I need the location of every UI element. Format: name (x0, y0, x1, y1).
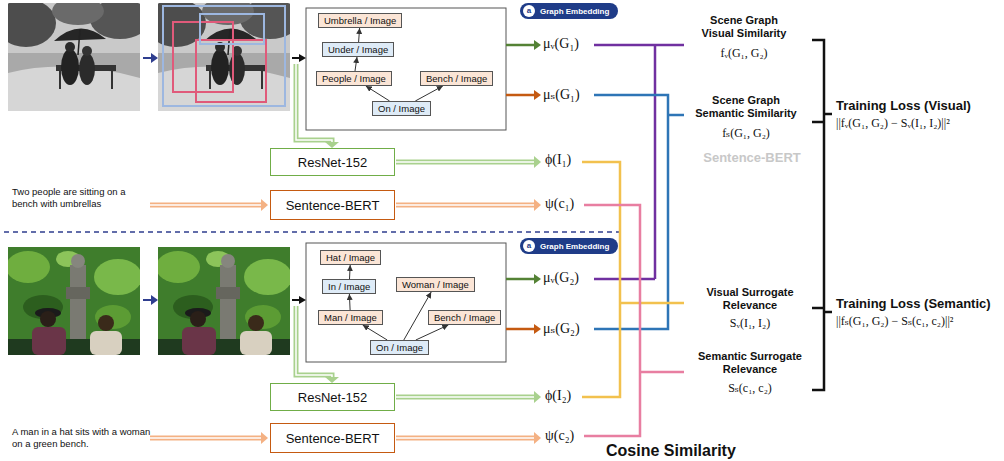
loss-formula: ||fₛ(G₁, G₂) − Sₛ(c₁, c₂)||² (836, 314, 953, 329)
graph-edge (416, 325, 449, 340)
relation-node: On / Image (370, 340, 429, 355)
node-text: Graph Embedding (540, 242, 609, 251)
graph-edge (355, 57, 357, 71)
feature-symbol: ψ(c₂) (545, 428, 574, 444)
loss-formula: ||fᵥ(G₁, G₂) − Sᵥ(I₁, I₂)||² (836, 116, 950, 131)
embedding-symbol: μᵥ(G₁) (543, 36, 579, 52)
node-text: On / Image (378, 103, 425, 114)
node-text: Hat / Image (326, 252, 375, 263)
object-node: Hat / Image (320, 250, 381, 265)
node-text: People / Image (322, 73, 386, 84)
relevance-name: Visual Surrogate Relevance (688, 286, 812, 312)
model-box: Sentence-BERT (270, 423, 395, 453)
embedding-symbol: μᵥ(G₂) (543, 270, 579, 286)
photo (6, 247, 142, 355)
graph-edge (363, 325, 388, 340)
object-node: People / Image (316, 71, 392, 86)
similarity-name: Scene Graph Semantic Similarity (690, 94, 802, 120)
node-text: Umbrella / Image (324, 15, 396, 26)
relation-node: Under / Image (322, 42, 394, 57)
object-node: Bench / Image (420, 71, 493, 86)
model-box: ResNet-152 (270, 148, 395, 176)
photo (0, 0, 150, 111)
node-text: Under / Image (328, 44, 388, 55)
graph-edge (349, 265, 351, 279)
graph-embedding-badge: a Graph Embedding (520, 3, 618, 19)
section-label: Cosine Similarity (606, 442, 736, 460)
watermark-text: Sentence-BERT (697, 150, 807, 165)
badge-letter: a (523, 240, 535, 252)
model-box: Sentence-BERT (270, 190, 395, 220)
relation-node: On / Image (372, 101, 431, 116)
object-node: Umbrella / Image (318, 13, 402, 28)
node-text: Bench / Image (426, 73, 487, 84)
node-text: Bench / Image (434, 312, 495, 323)
similarity-name: Scene Graph Visual Similarity (695, 14, 793, 40)
node-text: Graph Embedding (540, 7, 609, 16)
object-node: Man / Image (318, 310, 383, 325)
node-text: On / Image (376, 342, 423, 353)
node-text: Woman / Image (402, 279, 469, 290)
node-text: Man / Image (324, 312, 377, 323)
photo (146, 0, 300, 111)
loss-title: Training Loss (Semantic) (836, 296, 991, 311)
caption-text: A man in a hat sits with a woman on a gr… (12, 426, 152, 450)
graph-edge (415, 86, 443, 101)
loss-title: Training Loss (Visual) (836, 98, 971, 113)
badge-letter: a (523, 5, 535, 17)
graph-edge (359, 28, 360, 42)
relevance-formula: Sᵥ(I₁, I₂) (688, 316, 812, 331)
feature-symbol: ψ(c₁) (545, 196, 574, 212)
model-box: ResNet-152 (270, 383, 395, 411)
node-text: ResNet-152 (298, 390, 367, 405)
graph-edge (349, 294, 351, 310)
object-node: Woman / Image (396, 277, 475, 292)
graph-embedding-badge: a Graph Embedding (520, 238, 618, 254)
embedding-symbol: μₛ(G₂) (543, 320, 580, 337)
feature-symbol: ϕ(I₂) (545, 388, 571, 404)
similarity-formula: fₛ(G₁, G₂) (690, 126, 802, 141)
node-text: Sentence-BERT (286, 198, 380, 213)
object-node: Bench / Image (428, 310, 501, 325)
caption-text: Two people are sitting on a bench with u… (12, 186, 147, 210)
relation-node: In / Image (322, 279, 376, 294)
feature-symbol: ϕ(I₁) (545, 152, 571, 168)
embedding-symbol: μₛ(G₁) (543, 86, 580, 103)
relevance-formula: Sₛ(c₁, c₂) (688, 381, 812, 396)
relevance-name: Semantic Surrogate Relevance (688, 350, 812, 376)
node-text: Sentence-BERT (286, 431, 380, 446)
node-text: ResNet-152 (298, 155, 367, 170)
photo (156, 247, 292, 355)
node-text: In / Image (328, 281, 370, 292)
similarity-formula: fᵥ(G₁, G₂) (695, 46, 793, 61)
graph-edge (366, 86, 390, 101)
